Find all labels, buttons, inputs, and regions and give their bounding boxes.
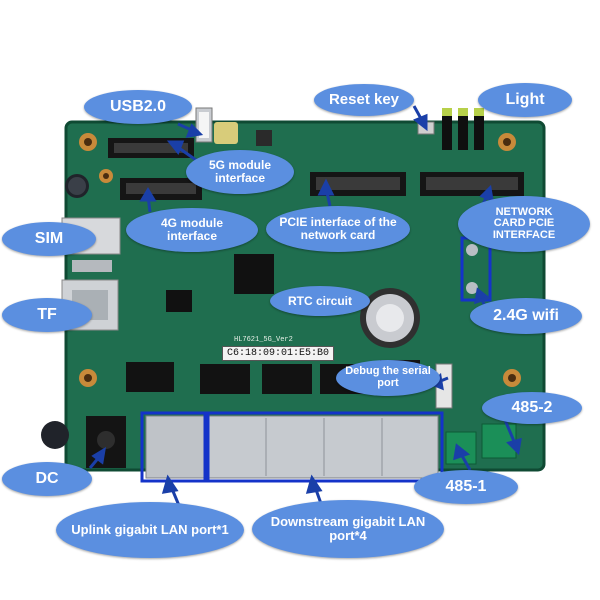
sim-label: SIM (2, 222, 96, 256)
mac-address-label: C6:18:09:01:E5:B0 (222, 346, 335, 361)
reset-key-label: Reset key (314, 84, 414, 116)
led-lights (442, 108, 484, 150)
light-label: Light (478, 83, 572, 117)
downstream-lan-label: Downstream gigabit LAN port*4 (252, 500, 444, 558)
ethernet-ports (145, 415, 439, 479)
uplink-lan-label: Uplink gigabit LAN port*1 (56, 502, 244, 558)
dc-jack (86, 416, 126, 468)
capacitors (65, 122, 272, 198)
4g-module-label: 4G module interface (126, 208, 258, 252)
pointer-arrows (88, 105, 522, 513)
m2-slots (108, 138, 524, 200)
rtc-circuit-label: RTC circuit (270, 286, 370, 316)
tf-label: TF (2, 298, 92, 332)
network-pcie-label: NETWORK CARD PCIE INTERFACE (458, 196, 590, 252)
usb-connector (195, 107, 213, 143)
usb-label: USB2.0 (84, 90, 192, 124)
485-2-label: 485-2 (482, 392, 582, 424)
dc-label: DC (2, 462, 92, 496)
board-model-text: HL7621_5G_Ver2 (234, 336, 293, 344)
wifi-label: 2.4G wifi (470, 298, 582, 334)
dc-capacitor (41, 421, 69, 449)
5g-module-label: 5G module interface (186, 150, 294, 194)
rtc-battery (360, 288, 420, 348)
wifi-antenna-points (466, 244, 478, 294)
debug-serial-label: Debug the serial port (336, 360, 440, 396)
485-1-label: 485-1 (414, 470, 518, 504)
pcie-card-label: PCIE interface of the network card (266, 206, 410, 252)
